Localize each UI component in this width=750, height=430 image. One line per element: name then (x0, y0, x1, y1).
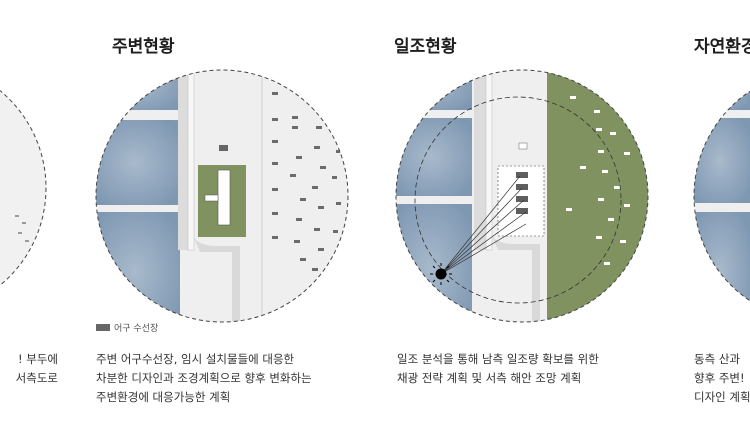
desc-line: ! 부두에 (17, 352, 58, 366)
desc-left-partial: ! 부두에 서측도로 (0, 350, 58, 388)
desc-line: 주변환경에 대응가능한 계획 (96, 390, 231, 404)
desc-line: 향후 주변! (694, 371, 745, 385)
desc-line: 차분한 디자인과 조경계획으로 향후 변화하는 (96, 371, 312, 385)
legend-label: 어구 수선장 (114, 324, 159, 334)
desc-nature-partial: 동측 산과 향후 주변! 디자인 계획 (694, 350, 750, 407)
legend: 어구 수선장 (96, 321, 158, 334)
desc-line: 채광 전략 계획 및 서측 해안 조망 계획 (397, 371, 582, 385)
desc-line: 서측도로 (15, 371, 58, 385)
desc-line: 일조 분석을 통해 남측 일조량 확보를 위한 (397, 352, 599, 366)
desc-surroundings: 주변 어구수선장, 임시 설치물들에 대응한 차분한 디자인과 조경계획으로 향… (96, 350, 312, 407)
diagram-circle-left-partial (0, 62, 47, 314)
title-nature: 자연환경 (694, 37, 750, 57)
diagram-circle-nature-partial (693, 70, 750, 322)
desc-sunlight: 일조 분석을 통해 남측 일조량 확보를 위한 채광 전략 계획 및 서측 해안… (397, 350, 599, 388)
desc-line: 동측 산과 (694, 352, 740, 366)
diagram-circle-surroundings (95, 69, 349, 323)
sun-icon (430, 263, 452, 285)
desc-line: 디자인 계획 (694, 390, 750, 404)
legend-swatch (96, 324, 110, 331)
sun-rays (440, 175, 527, 275)
desc-line: 주변 어구수선장, 임시 설치물들에 대응한 (96, 352, 295, 366)
title-sunlight: 일조현황 (394, 37, 457, 57)
diagram-circle-sunlight (395, 69, 649, 323)
title-surroundings: 주변현황 (112, 37, 175, 57)
